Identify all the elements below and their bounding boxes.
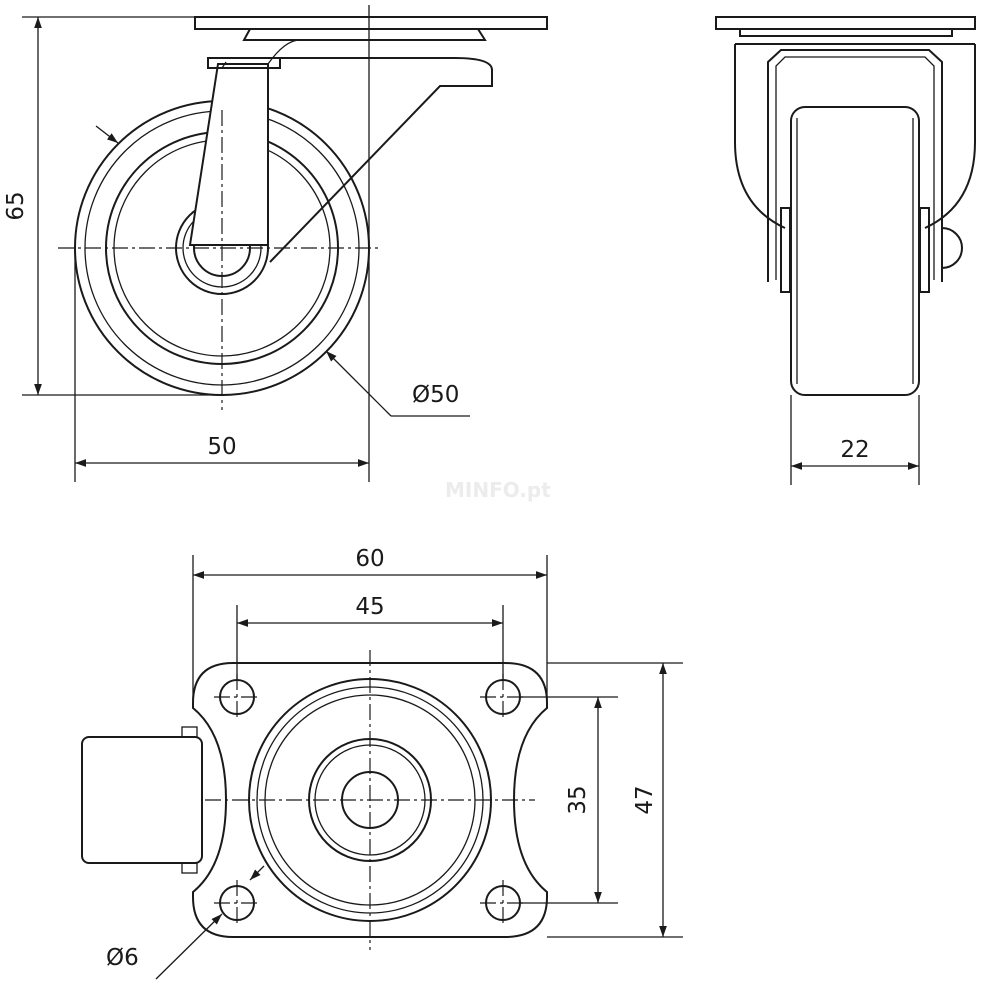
front-fork xyxy=(767,49,963,293)
plate-width-dimension: 60 xyxy=(192,546,548,700)
front-view: 22 xyxy=(715,16,976,485)
plate-width-label: 60 xyxy=(355,546,384,572)
hole-spacing-y-label: 35 xyxy=(565,785,591,814)
hole-spacing-y-dimension: 35 xyxy=(520,696,618,904)
front-housing xyxy=(734,43,976,229)
hole-diameter-dimension: Ø6 xyxy=(106,865,265,980)
hole-diameter-label: Ø6 xyxy=(106,945,139,971)
side-centerlines xyxy=(58,5,382,482)
hole-spacing-x-dimension: 45 xyxy=(236,594,504,680)
side-fork xyxy=(188,39,493,263)
side-width-dimension: 50 xyxy=(74,248,369,482)
side-height-label: 65 xyxy=(3,191,29,220)
watermark: MINFO.pt xyxy=(445,478,551,502)
front-wheel xyxy=(790,106,920,396)
plate-depth-label: 47 xyxy=(632,785,658,814)
top-view: 60 45 35 47 Ø6 xyxy=(81,546,683,980)
front-mounting-plate xyxy=(715,16,976,37)
side-height-dimension: 65 xyxy=(3,16,222,396)
side-width-label: 50 xyxy=(207,434,236,460)
hole-spacing-x-label: 45 xyxy=(355,594,384,620)
plate-depth-dimension: 47 xyxy=(547,662,683,938)
front-width-dimension: 22 xyxy=(790,395,920,485)
side-mounting-plate xyxy=(194,16,548,41)
top-wheel xyxy=(81,726,203,874)
wheel-diameter-label: Ø50 xyxy=(412,382,459,408)
side-wheel-diameter-dimension: Ø50 xyxy=(95,125,470,417)
top-centerlines xyxy=(205,650,535,950)
side-view: 65 50 Ø50 xyxy=(3,5,548,482)
wheel-width-label: 22 xyxy=(840,437,869,463)
